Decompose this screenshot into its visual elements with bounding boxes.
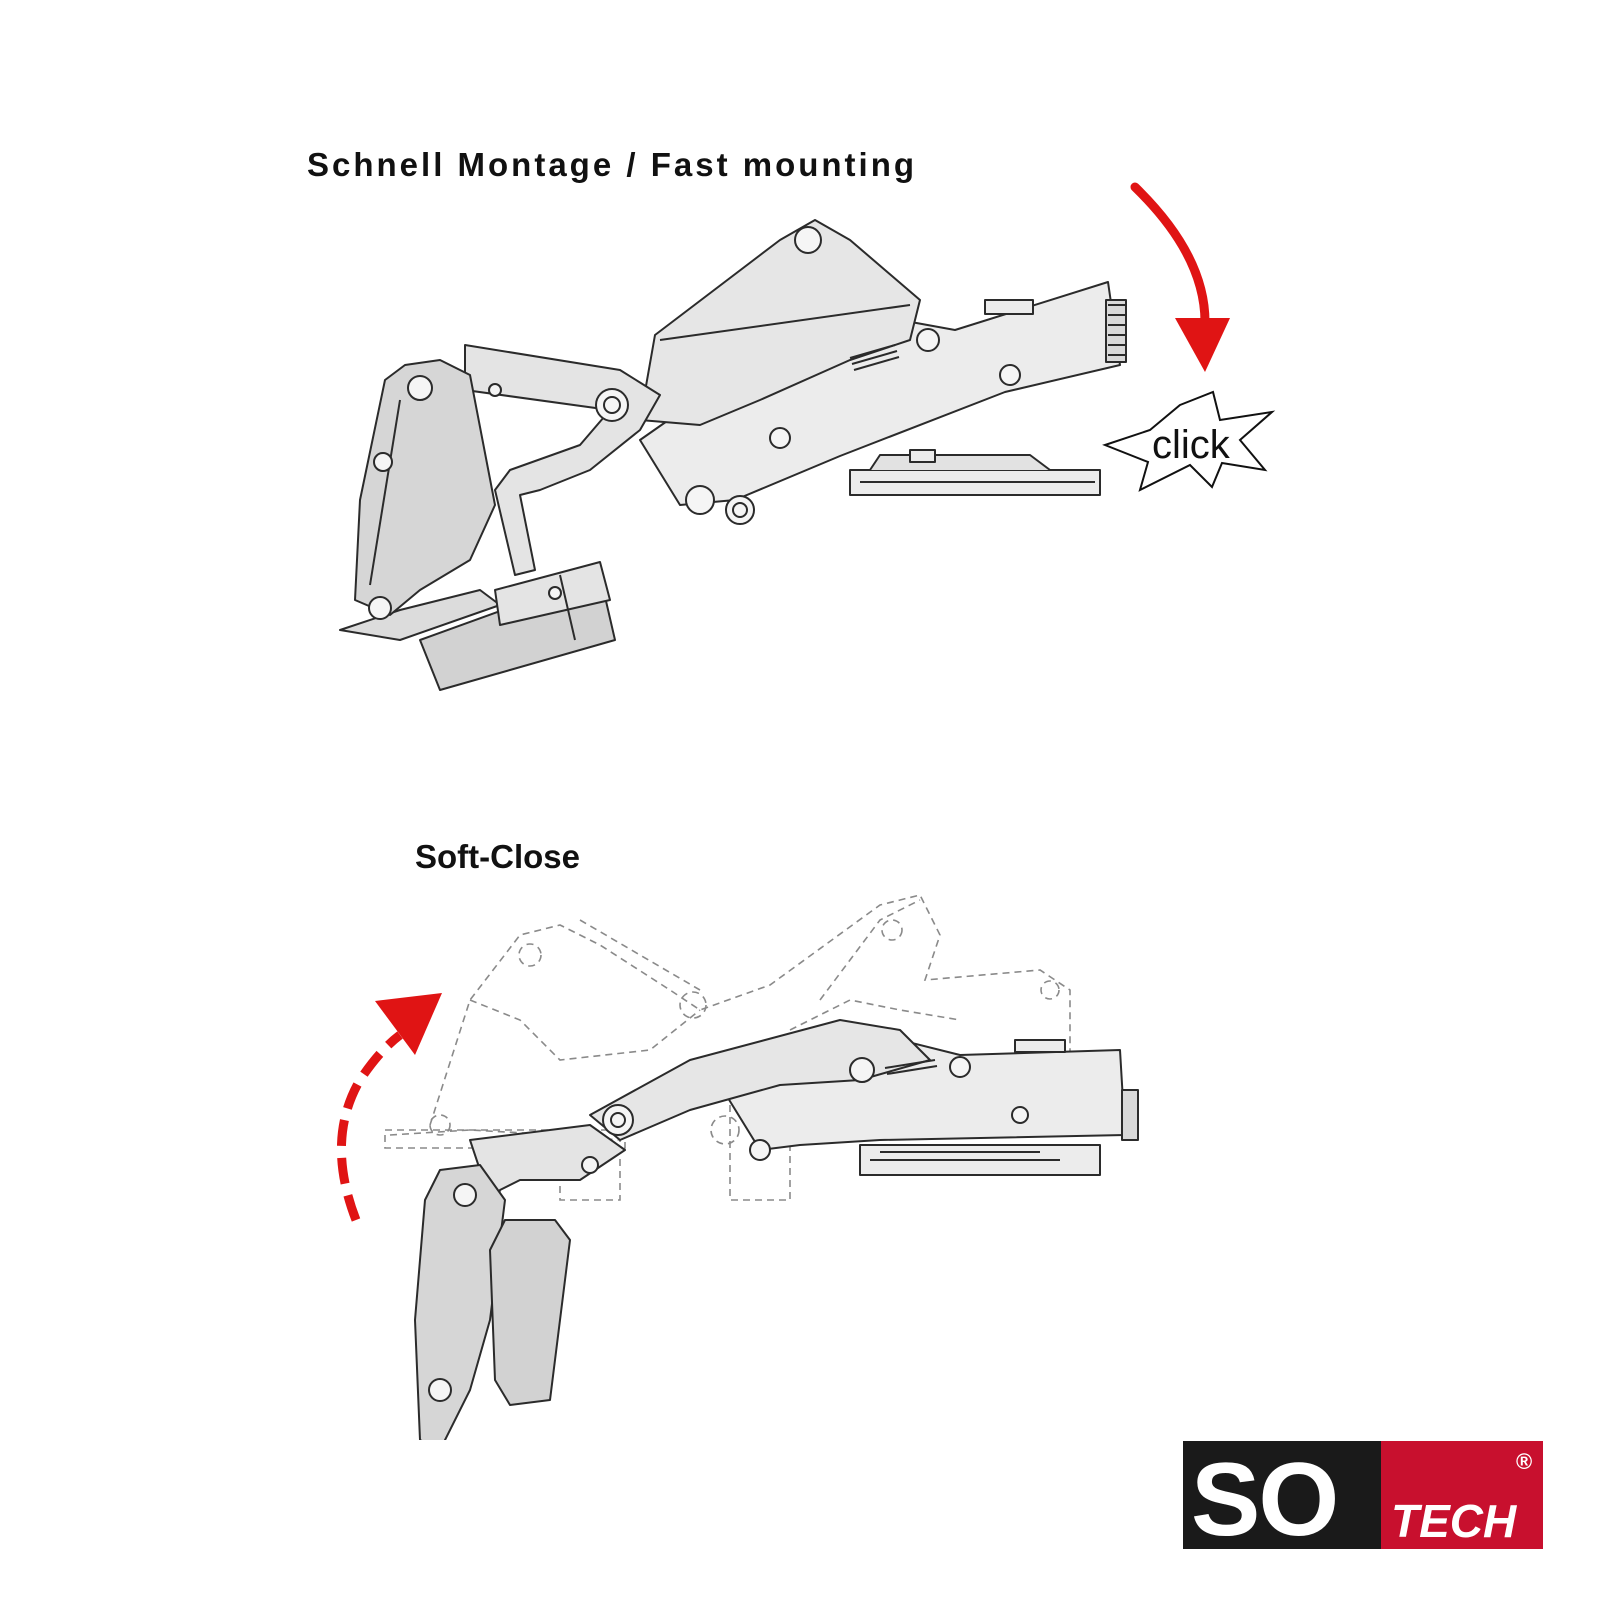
mounting-plate	[849, 449, 1101, 496]
click-burst-icon: click	[1102, 390, 1276, 492]
pivot-pins	[368, 226, 1021, 620]
section-title-fast-mounting: Schnell Montage / Fast mounting	[307, 146, 918, 183]
pivot-pins	[428, 1056, 1029, 1402]
screw-thread	[1105, 299, 1127, 363]
fast-mounting-illustration: click	[339, 182, 1276, 691]
mounting-plate	[859, 1144, 1101, 1176]
logo-secondary-text: TECH	[1391, 1495, 1517, 1547]
door-bracket	[354, 359, 496, 616]
hinge-cup	[489, 1219, 571, 1406]
spring-coil	[884, 1059, 938, 1075]
door-bracket	[414, 1164, 506, 1440]
arrow-down-right-icon	[1130, 182, 1230, 372]
spring-coil	[849, 344, 900, 371]
arrow-up-dashed-icon	[336, 993, 442, 1222]
logo-primary-text: SO	[1191, 1442, 1337, 1549]
registered-mark-icon: ®	[1516, 1449, 1532, 1474]
section-title-soft-close: Soft-Close	[415, 838, 580, 875]
soft-close-illustration	[336, 894, 1139, 1440]
hinge-upper-link	[589, 1019, 931, 1141]
hinge-lever	[464, 344, 661, 576]
click-label: click	[1152, 423, 1231, 467]
screw-thread	[1121, 1089, 1139, 1141]
sotech-logo: SO TECH ®	[1183, 1441, 1543, 1549]
